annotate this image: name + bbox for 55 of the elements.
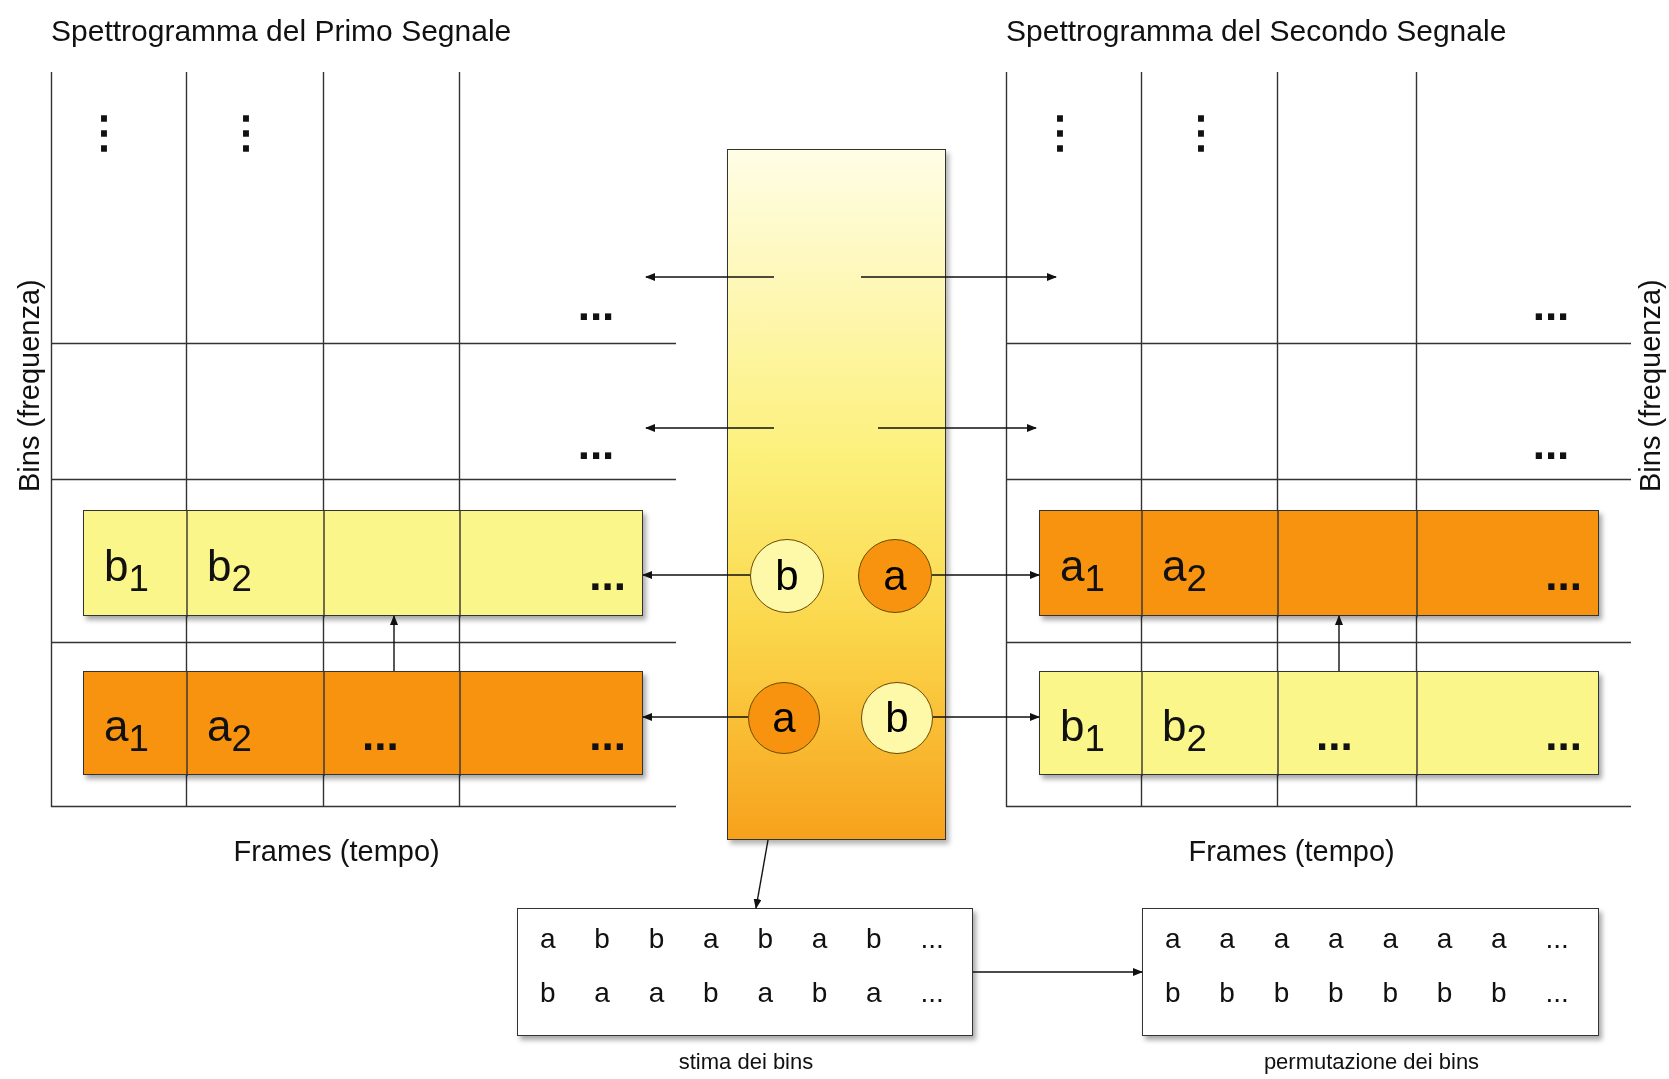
ellipsis-mark: ... [1532,419,1570,469]
source-circle: a [748,682,820,754]
ellipsis-mark: ⋮ [1038,105,1082,157]
source-circle: b [861,682,933,754]
axis-label: Bins (frequenza) [13,279,46,492]
arrow [1335,615,1343,672]
ellipsis-mark: ⋮ [82,105,126,157]
cell-text: ... [589,710,626,760]
axis-label: Frames (tempo) [1188,835,1395,868]
cell-text: b$_{2}$ [1162,701,1207,760]
cell-text: a$_{2}$ [1162,541,1207,600]
cell-text: a$_{2}$ [207,701,252,760]
ellipsis-mark: ⋮ [1179,105,1223,157]
arrow [753,839,769,909]
bin-row [83,671,643,775]
ellipsis-mark: ⋮ [224,105,268,157]
cell-text: b$_{1}$ [104,541,149,600]
cell-text: a$_{1}$ [104,701,149,760]
table-row-text: a b b a b a b ... [540,923,944,955]
cell-text: ... [1316,710,1353,760]
bin-row [1039,671,1599,775]
axis-label: Bins (frequenza) [1634,279,1667,492]
arrow [642,713,749,721]
cell-text: a$_{1}$ [1060,541,1105,600]
arrow [877,424,1037,432]
arrow [972,968,1143,976]
ellipsis-mark: ... [577,280,615,330]
arrow [932,713,1040,721]
cell-text: b$_{1}$ [1060,701,1105,760]
table-row-text: a a a a a a a ... [1165,923,1569,955]
arrow [645,273,775,281]
table-caption: permutazione dei bins [1262,1049,1481,1075]
arrow [645,424,775,432]
cell-text: ... [1545,550,1582,600]
panel-title: Spettrogramma del Primo Segnale [51,14,512,48]
arrow [931,571,1040,579]
panel-title: Spettrogramma del Secondo Segnale [1006,14,1507,48]
ellipsis-mark: ... [577,419,615,469]
cell-text: ... [362,710,399,760]
bin-row [83,510,643,616]
arrow [390,615,398,672]
table-caption: stima dei bins [677,1049,815,1075]
arrow [642,571,751,579]
cell-text: ... [589,550,626,600]
source-circle: a [858,539,932,613]
axis-label: Frames (tempo) [233,835,440,868]
estimation-column [727,149,946,840]
bin-row [1039,510,1599,616]
source-circle: b [750,539,824,613]
cell-text: b$_{2}$ [207,541,252,600]
ellipsis-mark: ... [1532,280,1570,330]
table-row-text: b b b b b b b ... [1165,977,1569,1009]
cell-text: ... [1545,710,1582,760]
table-row-text: b a a b a b a ... [540,977,944,1009]
arrow [860,273,1057,281]
